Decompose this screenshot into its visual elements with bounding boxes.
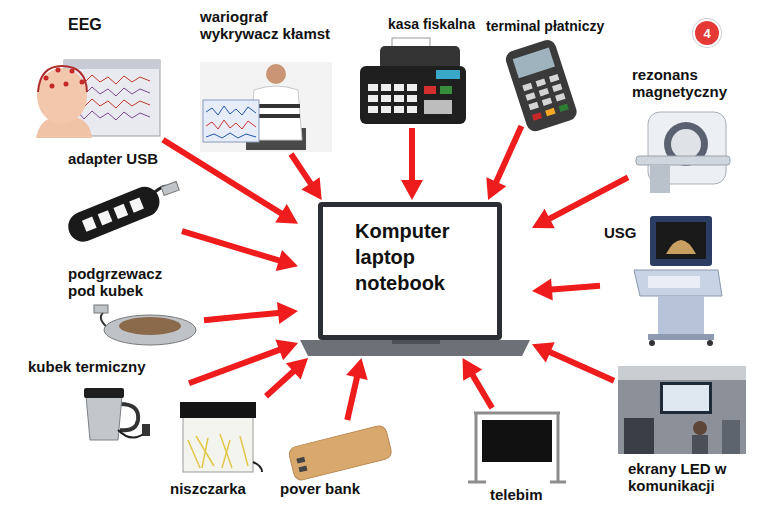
device-node: telebim [470,408,564,506]
usb-hub-picture [64,182,179,247]
cup-warmer-picture [94,305,196,345]
device-label: wariograf wykrywacz kłamst [200,8,338,43]
arrow-connector [181,228,298,271]
device-node: kasa fiskalna [352,12,482,128]
device-node: EEG [28,14,163,142]
device-label: niszczarka [170,480,246,497]
laptop-picture [300,202,530,356]
arrow-connector [486,125,524,200]
arrow-connector [532,175,629,229]
computer-label: Komputer laptop notebook [355,218,449,296]
device-label: telebim [490,486,543,503]
callout-number: 4 [703,27,710,40]
ultrasound-picture [634,216,722,346]
device-node: terminal płatniczy [482,14,627,126]
device-label: podgrzewacz pod kubek [68,265,173,300]
mri-picture [636,112,730,193]
power-bank-picture [288,424,393,481]
eeg-picture [36,60,160,138]
arrow-connector [344,358,367,421]
device-node: pover bank [276,420,398,500]
bus-screens-picture [618,366,746,454]
arrow-connector [204,302,298,324]
thermal-mug-picture [84,388,150,440]
arrow-connector [532,279,600,301]
callout-badge: 4 [693,19,721,47]
device-node: niszczarka [168,396,266,500]
device-node: ekrany LED w komunikacji [614,362,748,504]
polygraph-picture [200,62,332,152]
arrow-connector [289,152,322,200]
device-label: EEG [68,16,102,34]
device-node: kubek termiczny [24,358,189,444]
device-label: terminal płatniczy [486,18,604,34]
device-label: pover bank [280,480,360,497]
shredder-picture [180,402,262,472]
arrow-connector [401,128,423,200]
device-node: adapter USB [62,150,182,254]
arrow-connector [161,137,298,224]
device-node: rezonans magnetyczny [628,66,740,198]
device-label: kubek termiczny [28,358,146,375]
device-label: adapter USB [68,150,158,167]
arrow-connector [463,358,495,410]
device-node: podgrzewacz pod kubek [64,265,204,349]
arrow-connector [264,358,308,398]
device-node: USG [600,212,728,348]
device-node: wariograf wykrywacz kłamst [196,8,340,154]
cash-register-picture [360,38,466,124]
device-label: kasa fiskalna [388,16,475,32]
device-label: ekrany LED w komunikacji [628,460,740,495]
payment-terminal-picture [504,38,579,134]
device-label: USG [604,224,637,241]
device-label: rezonans magnetyczny [632,66,727,101]
arrow-connector [532,342,615,383]
led-wall-picture [468,412,566,482]
computer-node: Komputer laptop notebook [298,200,532,358]
